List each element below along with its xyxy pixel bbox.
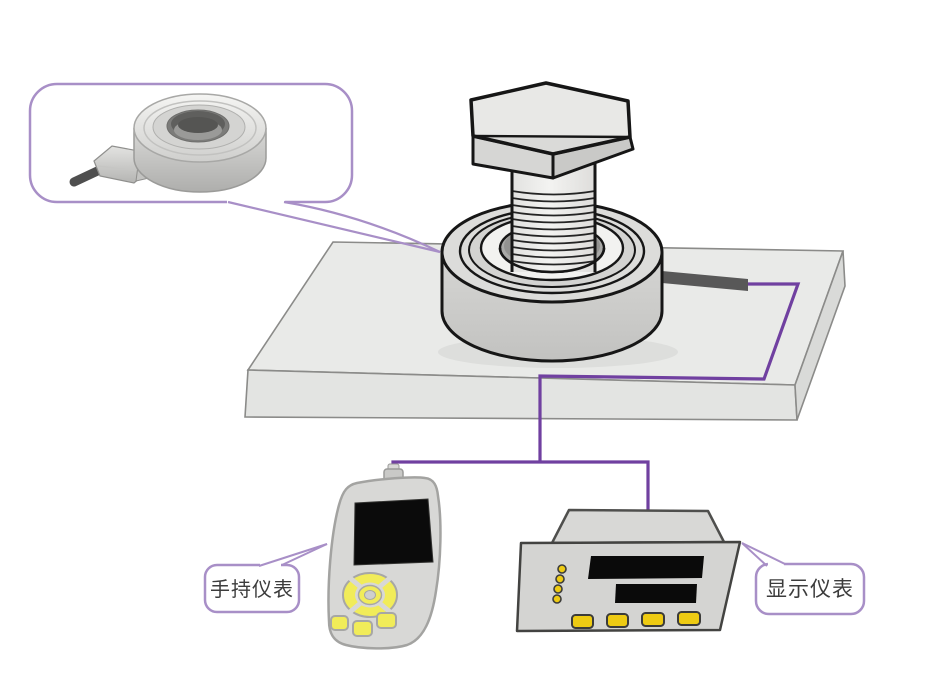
thread-line (511, 197, 596, 203)
display-indicator-leds (552, 564, 567, 604)
thread-line (511, 239, 596, 245)
display-button (606, 613, 629, 628)
sensor-callout (28, 82, 441, 254)
bolt-shank-edges (510, 156, 597, 272)
handheld-meter (327, 463, 442, 650)
signal-wire-main-run (538, 282, 801, 462)
thread-line (511, 253, 596, 259)
dpad-center-button (364, 590, 376, 600)
handheld-button (376, 612, 397, 629)
display-label-border-gap (767, 561, 785, 568)
thread-line (511, 211, 596, 217)
indicator-led (552, 594, 562, 604)
plate-right-face (794, 250, 846, 421)
display-window-lower (615, 584, 697, 603)
thread-line (511, 246, 596, 252)
display-meter-label: 显示仪表 (741, 542, 866, 616)
display-window-upper (588, 556, 704, 579)
display-label-tail (741, 542, 768, 567)
thread-line (511, 204, 596, 210)
handheld-button (352, 620, 373, 637)
handheld-label-tail (281, 543, 328, 566)
display-button (641, 612, 665, 627)
display-buttons (571, 611, 701, 629)
display-label-text: 显示仪表 (766, 578, 854, 601)
hex-bolt (469, 81, 635, 274)
thread-line (511, 190, 596, 196)
handheld-screen (353, 498, 434, 566)
bolt-head-chamfer (473, 136, 630, 154)
thread-line (511, 232, 596, 238)
bolt-head-chamfer-line (472, 134, 631, 139)
indicator-led (557, 564, 567, 574)
thread-line (511, 225, 596, 231)
display-lid (550, 508, 726, 545)
handheld-meter-label: 手持仪表 (203, 543, 328, 614)
sensor-rim-ring (143, 100, 257, 156)
handheld-label-tail (258, 543, 328, 567)
callout-tail-line (227, 200, 441, 254)
display-label-box (754, 562, 866, 616)
indicator-led (555, 574, 565, 584)
sensor-cable-stub (662, 271, 748, 291)
handheld-buttons (330, 612, 397, 637)
display-meter (515, 508, 742, 633)
display-label-tail (741, 542, 786, 565)
washer-hole-front-rim (498, 247, 606, 274)
bolt-thread-lines (511, 190, 596, 266)
display-button (677, 611, 701, 626)
sensor-hole-core (178, 117, 218, 133)
handheld-dpad (342, 572, 398, 618)
handheld-label-text: 手持仪表 (210, 578, 294, 601)
callout-tail-line (283, 200, 441, 253)
thread-line (511, 218, 596, 224)
handheld-label-box (203, 563, 301, 614)
indicator-led (553, 584, 563, 594)
display-button (571, 614, 594, 629)
ring-load-cell-photo (69, 93, 267, 193)
handheld-button (330, 615, 349, 631)
thread-line (511, 260, 596, 266)
